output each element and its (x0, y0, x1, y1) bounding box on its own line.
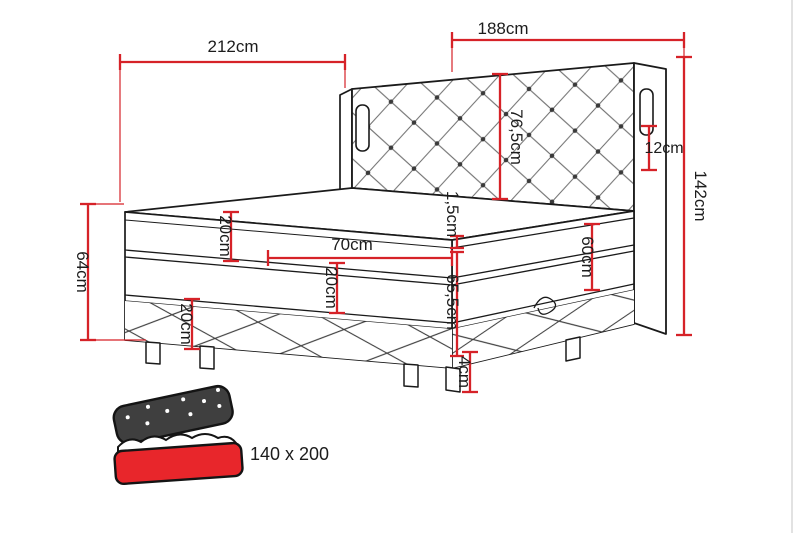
icon-lid (112, 384, 234, 445)
dimension-188cm: 188cm (450, 19, 686, 72)
dimension-188cm-label: 188cm (477, 19, 528, 38)
dimension-12cm-label: 12cm (644, 140, 683, 157)
base-quilt-front (125, 301, 452, 368)
dimension-1-5cm-label: 1,5cm (443, 191, 462, 237)
dimension-60cm-label: 60cm (578, 236, 597, 278)
dimension-20cm-top-mattress: 20cm (216, 210, 239, 263)
dimension-76-5cm: 76,5cm (492, 72, 526, 201)
dimension-20cm-middle: 20cm (322, 261, 345, 315)
dimension-64cm: 64cm (73, 202, 146, 342)
storage-bed-icon: 140 x 200 (112, 384, 329, 486)
bed-illustration (124, 62, 667, 393)
dimension-142cm-label: 142cm (691, 170, 710, 221)
dimension-142cm: 142cm (676, 55, 710, 337)
base-quilt-side (452, 290, 634, 368)
dimension-annotations: 212cm 188cm 76,5cm 12cm (73, 19, 710, 394)
dimension-4cm: 4cm (455, 350, 478, 394)
dimension-65-5cm: 65,5cm (443, 250, 464, 358)
bed-leg (445, 366, 461, 393)
dimension-1-5cm: 1,5cm (443, 191, 464, 250)
headboard-lamp-left-icon (355, 104, 370, 152)
dimension-70cm-label: 70cm (331, 235, 373, 254)
dimension-20cm-middle-label: 20cm (322, 267, 341, 309)
dimension-20cm-base-label: 20cm (177, 303, 196, 345)
dimension-64cm-label: 64cm (73, 251, 92, 293)
headboard-main-panel (351, 62, 635, 212)
headboard-left-wing (339, 88, 353, 197)
dimension-212cm: 212cm (118, 37, 347, 202)
dimension-60cm: 60cm (578, 222, 600, 292)
dimension-212cm-label: 212cm (207, 37, 258, 56)
dimension-76-5cm-label: 76,5cm (507, 109, 526, 165)
icon-lid-stars (125, 387, 222, 426)
bed-leg (565, 336, 581, 362)
bed-leg (403, 363, 419, 388)
dimension-20cm-base: 20cm (177, 297, 200, 351)
headboard-lamp-right-icon (639, 88, 654, 136)
dimension-4cm-label: 4cm (455, 356, 474, 388)
bed-foot-face (124, 211, 453, 369)
bed-legs (145, 336, 581, 393)
bed-leg (145, 341, 161, 365)
headboard (339, 62, 667, 335)
bed-leg (199, 345, 215, 370)
bed-side-face (451, 210, 635, 369)
size-label: 140 x 200 (250, 444, 329, 464)
stitch-detail (533, 296, 557, 315)
dimension-20cm-top-label: 20cm (216, 215, 235, 257)
dimension-65-5cm-label: 65,5cm (443, 274, 462, 330)
dimension-12cm: 12cm (641, 124, 684, 172)
icon-mattress-box (113, 441, 244, 486)
